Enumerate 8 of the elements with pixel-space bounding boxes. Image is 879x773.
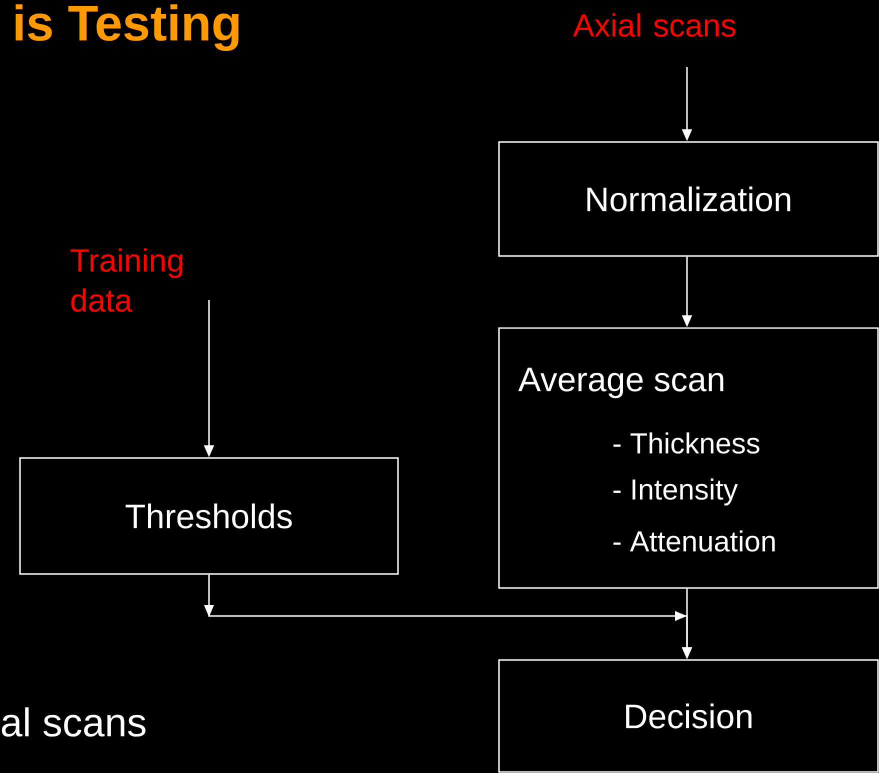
process-box: Decision [498, 659, 879, 773]
title: is Testing [16, 4, 239, 52]
process-box: Average scan - Thickness - Intensity - Attenuation [498, 327, 879, 589]
input-label: Training data [70, 248, 182, 312]
label: al scans [2, 707, 146, 737]
process-box: Normalization [498, 141, 879, 257]
input-label: Axial scans [573, 13, 736, 37]
process-box: Thresholds [19, 457, 399, 575]
